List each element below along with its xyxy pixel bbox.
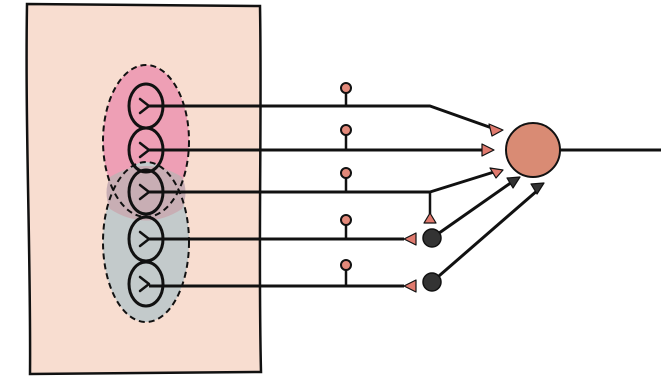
excitatory-synapse-axon-2: [481, 143, 495, 157]
lower-receptive-field-outline: [102, 161, 190, 323]
receptor-loop-5: [127, 260, 165, 308]
receptor-ending-1: [138, 97, 151, 115]
target-neuron: [505, 122, 561, 178]
inhibitory-synapse-1: [506, 176, 521, 189]
collateral-terminal-2: [340, 124, 352, 136]
inhibitory-axon-2: [431, 188, 539, 284]
inhibitory-interneuron-1: [422, 228, 442, 248]
receptor-ending-5: [138, 275, 151, 293]
inhibitory-axon-1: [431, 180, 513, 240]
excitatory-synapse-axon-1: [488, 123, 504, 137]
inhibitory-interneuron-2: [422, 272, 442, 292]
collateral-terminal-1: [340, 82, 352, 94]
excitatory-synapse-axon-5: [403, 279, 417, 293]
inhibitory-synapse-2: [530, 182, 545, 195]
receptor-ending-2: [138, 141, 151, 159]
excitatory-synapse-interneuron-1: [423, 212, 437, 224]
collateral-terminal-4: [340, 214, 352, 226]
collateral-terminal-3: [340, 167, 352, 179]
receptor-ending-4: [138, 230, 151, 248]
collateral-terminal-5: [340, 259, 352, 271]
excitatory-synapse-axon-4: [403, 232, 417, 246]
excitatory-synapse-axon-3: [489, 167, 504, 179]
sensory-axon-1: [149, 104, 493, 130]
receptor-ending-3: [138, 183, 151, 201]
